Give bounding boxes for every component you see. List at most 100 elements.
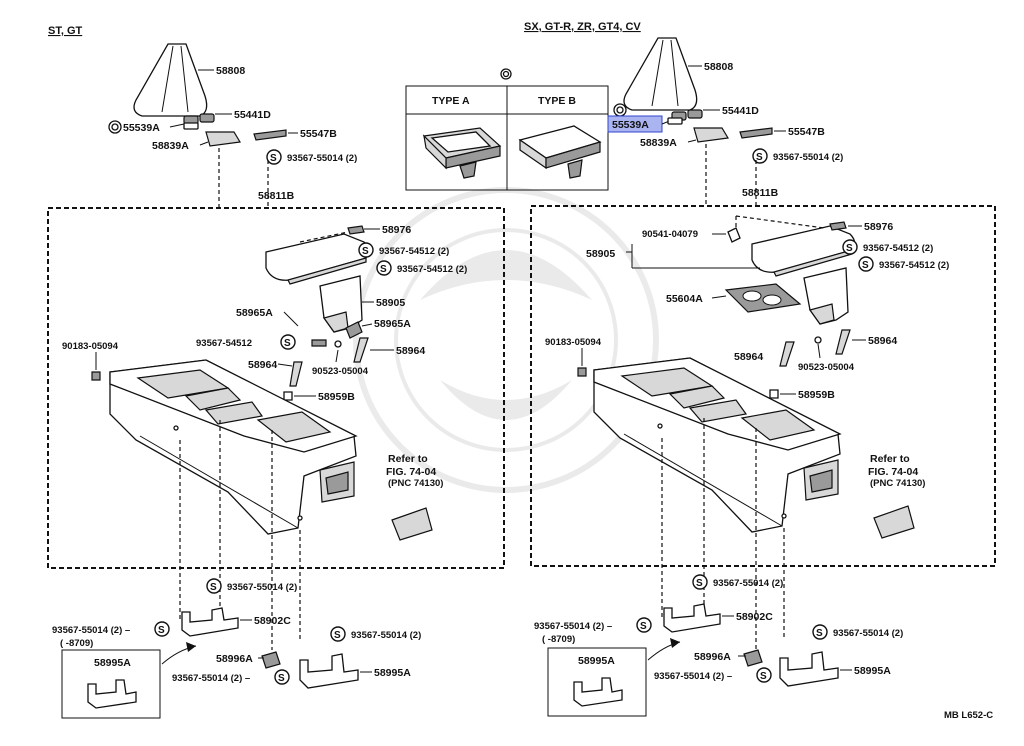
- svg-text:S: S: [760, 671, 767, 682]
- svg-text:S: S: [278, 673, 285, 684]
- legend-type-a: TYPE A: [432, 95, 470, 107]
- label-55547B-left: 55547B: [300, 128, 337, 140]
- label-93567-55014-top-left: 93567-55014 (2): [287, 153, 357, 164]
- svg-text:S: S: [862, 260, 869, 271]
- label-58905-right: 58905: [586, 248, 615, 260]
- svg-text:S: S: [284, 338, 291, 349]
- label-58808-left: 58808: [216, 65, 245, 77]
- label-55547B-right: 55547B: [788, 126, 825, 138]
- console-body-left: [109, 359, 358, 535]
- label-93567-54512-c-left: 93567-54512: [196, 338, 252, 349]
- inset-58995A-right: [547, 647, 647, 717]
- label-58905-left: 58905: [376, 297, 405, 309]
- label-58839A-right: 58839A: [640, 137, 677, 149]
- label-93567-54512-a-left: 93567-54512 (2): [379, 246, 449, 257]
- label-58995A-right: 58995A: [854, 665, 891, 677]
- label-58964-right-l: 58964: [734, 351, 763, 363]
- svg-text:S: S: [380, 264, 387, 275]
- right-console-group-box: [530, 205, 996, 567]
- heading-left: ST, GT: [48, 25, 83, 37]
- refer-to-left-1: Refer to: [388, 453, 428, 465]
- label-58995A-inset-right: 58995A: [578, 655, 615, 667]
- label-58964-right-r: 58964: [868, 335, 897, 347]
- svg-text:S: S: [158, 625, 165, 636]
- svg-text:S: S: [696, 578, 703, 589]
- label-58976-right: 58976: [864, 221, 893, 233]
- screw-symbol-left-1: S: [266, 149, 282, 165]
- svg-text:S: S: [756, 152, 763, 163]
- armrest-lid-58905-left: [265, 233, 370, 333]
- label-93567-55014-e-left: 93567-55014 (2) –: [172, 673, 250, 684]
- refer-to-right-1: Refer to: [870, 453, 910, 465]
- label-93567-55014-d-right: 93567-55014 (2): [833, 628, 903, 639]
- label-93567-55014-top-right: 93567-55014 (2): [773, 152, 843, 163]
- label-58965A-left-b: 58965A: [374, 318, 411, 330]
- label-55441D-left: 55441D: [234, 109, 271, 121]
- label-58811B-left: 58811B: [258, 190, 295, 202]
- label-58902C-left: 58902C: [254, 615, 291, 627]
- legend-type-b: TYPE B: [538, 95, 576, 107]
- label-93567-55014-b-right: 93567-55014 (2): [713, 578, 783, 589]
- label-58811B-right: 58811B: [742, 187, 779, 199]
- console-body-right: [593, 357, 842, 533]
- refer-to-left-2: FIG. 74-04: [386, 466, 436, 478]
- label-93567-54512-b-left: 93567-54512 (2): [397, 264, 467, 275]
- svg-text:S: S: [334, 630, 341, 641]
- label-93567-54512-a-right: 93567-54512 (2): [863, 243, 933, 254]
- left-console-group-box: [47, 207, 505, 569]
- label-90523-05004-left: 90523-05004: [312, 366, 369, 377]
- label-58959B-left: 58959B: [318, 391, 355, 403]
- svg-text:S: S: [640, 621, 647, 632]
- type-legend-box: TYPE A TYPE B: [405, 68, 609, 191]
- type-b-cover-drawing: [518, 125, 602, 179]
- label-93567-55014-c-left: 93567-55014 (2) –: [52, 625, 130, 636]
- label-58964-left-r: 58964: [396, 345, 425, 357]
- bracket-58995A-right: [779, 651, 839, 687]
- inset-58995A-left: [61, 649, 161, 719]
- label-58976-left: 58976: [382, 224, 411, 236]
- label-58839A-left: 58839A: [152, 140, 189, 152]
- label-58902C-right: 58902C: [736, 611, 773, 623]
- label-55604A-right: 55604A: [666, 293, 703, 305]
- refer-to-right-2: FIG. 74-04: [868, 466, 918, 478]
- svg-text:S: S: [846, 243, 853, 254]
- label-58995A-inset-left: 58995A: [94, 657, 131, 669]
- label-58996A-right: 58996A: [694, 651, 731, 663]
- svg-text:S: S: [362, 246, 369, 257]
- label-8709-right: ( -8709): [542, 634, 575, 645]
- shift-boot-58808-left: [133, 43, 208, 117]
- label-90183-05094-left: 90183-05094: [62, 341, 119, 352]
- refer-to-left-3: (PNC 74130): [388, 478, 443, 489]
- label-90183-05094-right: 90183-05094: [545, 337, 602, 348]
- bracket-58995A-left: [299, 653, 359, 689]
- label-93567-55014-e-right: 93567-55014 (2) –: [654, 671, 732, 682]
- watermark-emblem: [353, 187, 659, 493]
- type-a-tray-drawing: [422, 127, 502, 179]
- left-section: 58808 55441D 55539A 55547B 58839A S 9356…: [47, 43, 505, 719]
- bracket-58902C-left: [181, 607, 239, 637]
- label-90523-05004-right: 90523-05004: [798, 362, 855, 373]
- footer-code: MB L652-C: [944, 710, 993, 721]
- label-8709-left: ( -8709): [60, 638, 93, 649]
- label-93567-55014-d-left: 93567-55014 (2): [351, 630, 421, 641]
- cupholder-55604A-right: [724, 283, 802, 313]
- label-55539A-right[interactable]: 55539A: [612, 119, 649, 131]
- label-93567-54512-b-right: 93567-54512 (2): [879, 260, 949, 271]
- label-58808-right: 58808: [704, 61, 733, 73]
- label-55441D-right: 55441D: [722, 105, 759, 117]
- svg-text:S: S: [816, 628, 823, 639]
- refer-part-right: [873, 505, 915, 539]
- label-90541-04079-right: 90541-04079: [642, 229, 698, 240]
- label-58965A-left-a: 58965A: [236, 307, 273, 319]
- refer-to-right-3: (PNC 74130): [870, 478, 925, 489]
- heading-right: SX, GT-R, ZR, GT4, CV: [524, 21, 641, 33]
- label-55539A-left: 55539A: [123, 122, 160, 134]
- right-section: 58808 55441D 55539A 55547B 58839A S 9356…: [530, 37, 996, 717]
- label-58964-left-l: 58964: [248, 359, 277, 371]
- svg-text:S: S: [270, 153, 277, 164]
- label-58995A-left: 58995A: [374, 667, 411, 679]
- label-58959B-right: 58959B: [798, 389, 835, 401]
- bracket-58902C-right: [663, 603, 721, 633]
- label-93567-55014-b-left: 93567-55014 (2): [227, 582, 297, 593]
